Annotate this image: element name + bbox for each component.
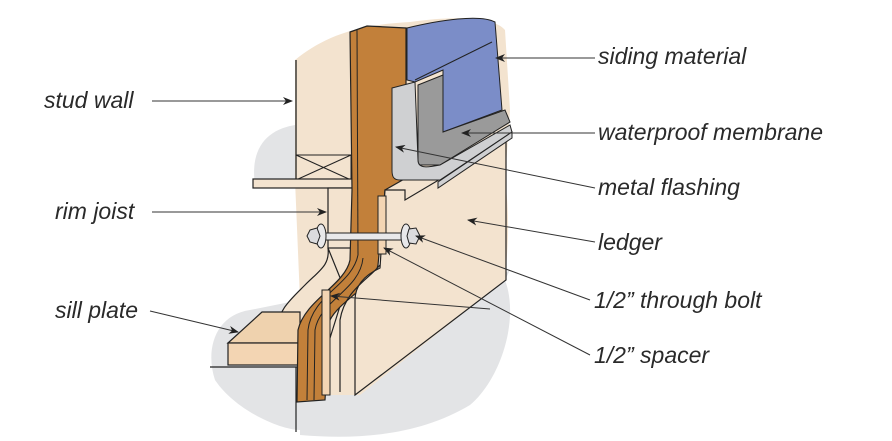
leader-flashing <box>395 144 596 189</box>
leader-spacer <box>383 247 591 356</box>
spacer-lower <box>321 289 331 396</box>
through-bolt <box>306 223 421 249</box>
label-spacer: 1/2” spacer <box>594 342 710 368</box>
floor-plate <box>252 178 354 189</box>
label-stud-wall: stud wall <box>44 87 134 113</box>
label-sill-plate: sill plate <box>55 297 139 323</box>
label-waterproof-membrane: waterproof membrane <box>598 119 823 145</box>
leader-bolt <box>415 235 591 301</box>
sill-plate-front <box>227 342 301 366</box>
label-siding-material: siding material <box>598 43 747 69</box>
label-metal-flashing: metal flashing <box>598 174 740 200</box>
shadow-upper <box>254 125 300 185</box>
leader-ledger <box>467 217 596 243</box>
metal-flashing <box>391 81 513 181</box>
label-through-bolt: 1/2” through bolt <box>594 287 762 313</box>
label-ledger: ledger <box>598 229 662 255</box>
label-rim-joist: rim joist <box>55 198 135 224</box>
leader-spacer-lower <box>330 292 491 310</box>
spacer-upper <box>377 195 387 255</box>
siding-blue <box>406 17 503 133</box>
leader-sill-plate <box>149 310 239 334</box>
membrane-grey <box>417 74 511 166</box>
